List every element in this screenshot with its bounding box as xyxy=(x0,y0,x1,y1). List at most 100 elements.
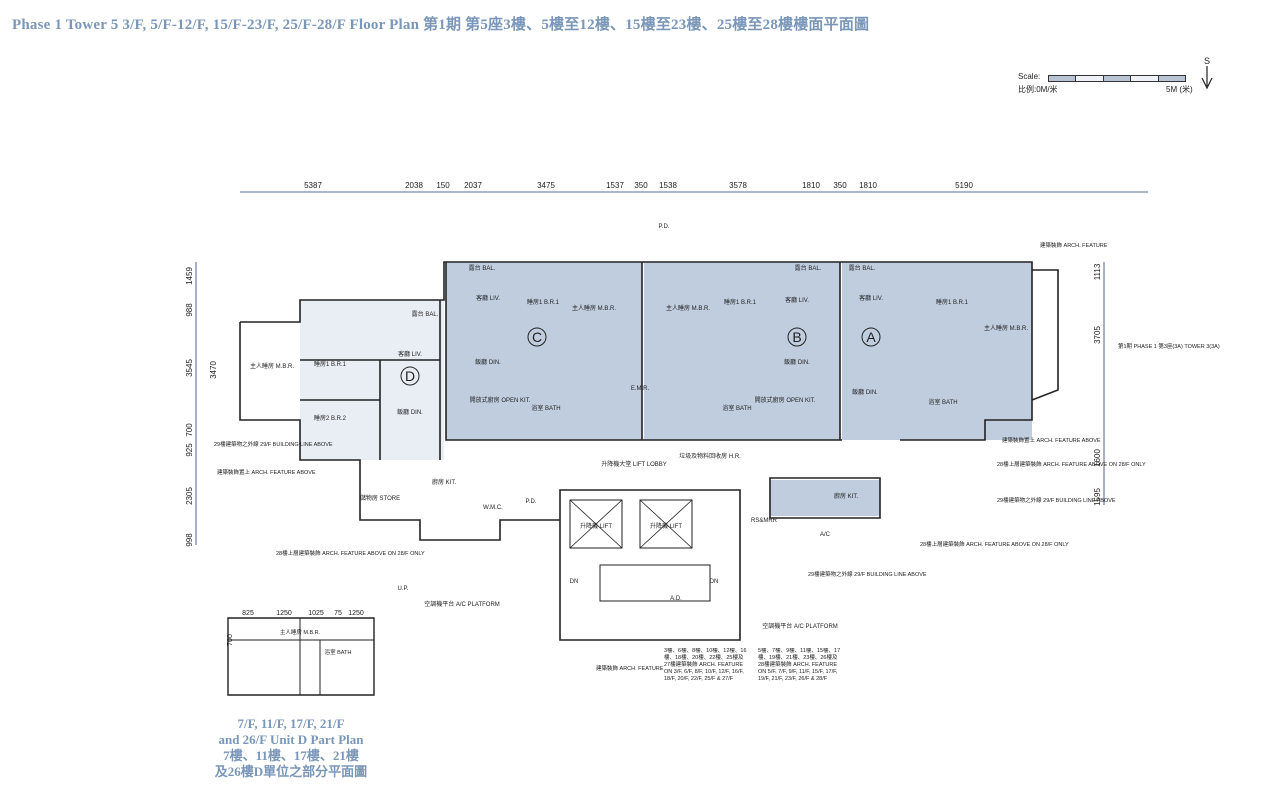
unit-d-din: 飯廳 DIN. xyxy=(397,408,423,416)
scale-end-label: 5M (米) xyxy=(1166,85,1193,94)
note-arch-feature-above: 建築裝飾置上 ARCH. FEATURE ABOVE xyxy=(1002,436,1101,444)
note-floors-left-wrap: 3樓、6樓、8樓、10樓、12樓、16樓、18樓、20樓、22樓、25樓及27樓… xyxy=(664,648,747,682)
note-floors-right-wrap: 5樓、7樓、9樓、11樓、15樓、17樓、19樓、21樓、23樓、26樓及28樓… xyxy=(758,648,841,682)
note-arch-feature-28f-left: 28樓上層建築裝飾 ARCH. FEATURE ABOVE ON 28/F ON… xyxy=(276,549,425,557)
unit-a-fill xyxy=(842,262,1032,440)
staircase xyxy=(599,564,711,602)
part-bath-label: 浴室 BATH xyxy=(325,648,352,656)
hr-label: 垃圾及物料回收房 H.R. xyxy=(679,452,741,460)
unit-d-marker xyxy=(400,366,420,386)
dim-right-4: 1595 xyxy=(1093,488,1102,506)
dim-top-11: 350 xyxy=(833,181,847,190)
dim-top-12: 1810 xyxy=(859,181,877,190)
emr-label: E.M.R. xyxy=(631,386,650,392)
part-plan-walls xyxy=(228,618,374,695)
part-dim-3: 1025 xyxy=(308,610,324,617)
unit-b-liv: 客廳 LIV. xyxy=(785,296,809,304)
unit-d-liv: 客廳 LIV. xyxy=(398,350,422,358)
unit-a-bath: 浴室 BATH xyxy=(928,398,957,406)
unit-d-walls xyxy=(300,359,440,460)
dim-top-5: 3475 xyxy=(537,181,555,190)
unit-b-marker xyxy=(787,327,807,347)
unit-d-fill xyxy=(300,300,444,460)
unit-a-din: 飯廳 DIN. xyxy=(852,388,878,396)
part-mbr-label: 主人睡房 M.B.R. xyxy=(280,628,321,636)
outer-wall-top xyxy=(240,261,1033,441)
pd-label: P.D. xyxy=(526,499,537,505)
scale-label: Scale: xyxy=(1018,72,1041,81)
lift-cross-marks xyxy=(569,499,693,549)
right-dimensions: 1113 3705 1600 1595 xyxy=(1093,263,1102,506)
dim-right-1: 1113 xyxy=(1093,263,1102,280)
dim-left-7: 2305 xyxy=(185,487,194,505)
dim-left-5: 700 xyxy=(185,423,194,437)
unit-d-label: D xyxy=(405,368,415,384)
unit-walls xyxy=(439,262,842,460)
annotation-notes: 建築裝飾 ARCH. FEATURE 第1期 PHASE 1 第3座(3A) T… xyxy=(214,241,1220,672)
unit-c-open-kit: 開放式廚房 OPEN KIT. xyxy=(470,396,531,404)
unit-fills xyxy=(300,262,1032,516)
lift-lobby-label: 升降機大堂 LIFT LOBBY xyxy=(601,460,667,468)
dim-top-6: 1537 xyxy=(606,181,624,190)
part-dim-2: 1250 xyxy=(276,610,292,617)
unit-d-bal: 露台 BAL. xyxy=(412,310,439,318)
dim-top-2: 2038 xyxy=(405,181,423,190)
top-dimensions: 5387 2038 150 2037 3475 1537 350 1538 35… xyxy=(304,181,973,190)
unit-d-br2: 睡房2 B.R.2 xyxy=(314,414,347,422)
unit-b-open-kit: 開放式廚房 OPEN KIT. xyxy=(755,396,816,404)
unit-a-bal: 露台 BAL. xyxy=(849,264,876,272)
north-label: S xyxy=(1204,56,1211,66)
outer-wall-left xyxy=(239,322,560,541)
dim-top-7: 350 xyxy=(634,181,648,190)
unit-a-br1: 睡房1 B.R.1 xyxy=(936,298,969,306)
note-bldg-line: 29樓建築物之外線 29/F BUILDING LINE ABOVE xyxy=(997,496,1116,504)
note-arch-feature-left: 建築裝飾置上 ARCH. FEATURE ABOVE xyxy=(217,468,316,476)
dim-left-3: 3545 xyxy=(185,359,194,377)
scale-legend: Scale: 比例:0M/米 5M (米) S xyxy=(1018,56,1218,100)
part-dim-4: 75 xyxy=(334,610,342,617)
note-phase-tower: 第1期 PHASE 1 第3座(3A) TOWER 3(3A) xyxy=(1118,342,1220,350)
unit-b-bath: 浴室 BATH xyxy=(722,404,751,412)
ad-label: A.D. xyxy=(670,596,682,602)
note-arch-feature-top: 建築裝飾 ARCH. FEATURE xyxy=(1040,241,1108,249)
room-labels: 客廳 LIV. 飯廳 DIN. 主人睡房 M.B.R. 睡房1 B.R.1 睡房… xyxy=(250,264,1028,502)
ac-platform-left: 空調機平台 A/C PLATFORM xyxy=(424,600,500,608)
dim-left-4: 3470 xyxy=(209,361,218,379)
dim-left-6: 925 xyxy=(185,443,194,457)
unit-a-marker xyxy=(861,327,881,347)
caption-line-2: and 26/F Unit D Part Plan xyxy=(218,732,364,747)
note-floors-right: 5樓、7樓、9樓、11樓、15樓、17樓、19樓、21樓、23樓、26樓及28樓… xyxy=(758,648,841,682)
dim-right-3: 1600 xyxy=(1093,449,1102,467)
unit-a-label: A xyxy=(866,329,876,345)
unit-markers: D C B A xyxy=(400,327,881,386)
north-arrow-icon xyxy=(1201,66,1213,90)
part-dim-5: 1250 xyxy=(348,610,364,617)
dimension-lines xyxy=(195,191,1148,545)
unit-b-label: B xyxy=(792,329,801,345)
dim-top-3: 150 xyxy=(436,181,450,190)
unit-a-mbr: 主人睡房 M.B.R. xyxy=(984,324,1028,332)
lift-1-label: 升降機 LIFT xyxy=(580,522,612,530)
dn-left-label: DN xyxy=(570,579,579,585)
unit-a-kitchen-walls xyxy=(769,477,881,519)
caption-line-3: 7樓、11樓、17樓、21樓 xyxy=(223,748,359,763)
unit-d-mbr: 主人睡房 M.B.R. xyxy=(250,362,294,370)
unit-d-br1: 睡房1 B.R.1 xyxy=(314,360,347,368)
unit-c-din: 飯廳 DIN. xyxy=(475,358,501,366)
note-arch-feature-28f: 28樓上層建築裝飾 ARCH. FEATURE ABOVE ON 28/F ON… xyxy=(997,460,1146,468)
part-plan: 825 1250 1025 75 1250 700 主人睡房 M.B.R. 浴室… xyxy=(227,610,375,696)
dim-left-8: 998 xyxy=(185,533,194,547)
dn-right-label: DN xyxy=(710,579,719,585)
unit-a-kit-fill xyxy=(770,480,880,516)
unit-d-store: 儲物房 STORE xyxy=(360,494,400,502)
up-label: U.P. xyxy=(398,586,409,592)
unit-b-br1: 睡房1 B.R.1 xyxy=(724,298,757,306)
part-dim-1: 825 xyxy=(242,610,254,617)
scale-label-cn: 比例:0M/米 xyxy=(1018,85,1058,94)
ac-label: A/C xyxy=(820,532,831,538)
wmc-label: W.M.C. xyxy=(483,505,503,511)
unit-a-kit: 廚房 KIT. xyxy=(834,492,858,500)
unit-b-din: 飯廳 DIN. xyxy=(784,358,810,366)
pd-top-label: P.D. xyxy=(659,224,670,230)
